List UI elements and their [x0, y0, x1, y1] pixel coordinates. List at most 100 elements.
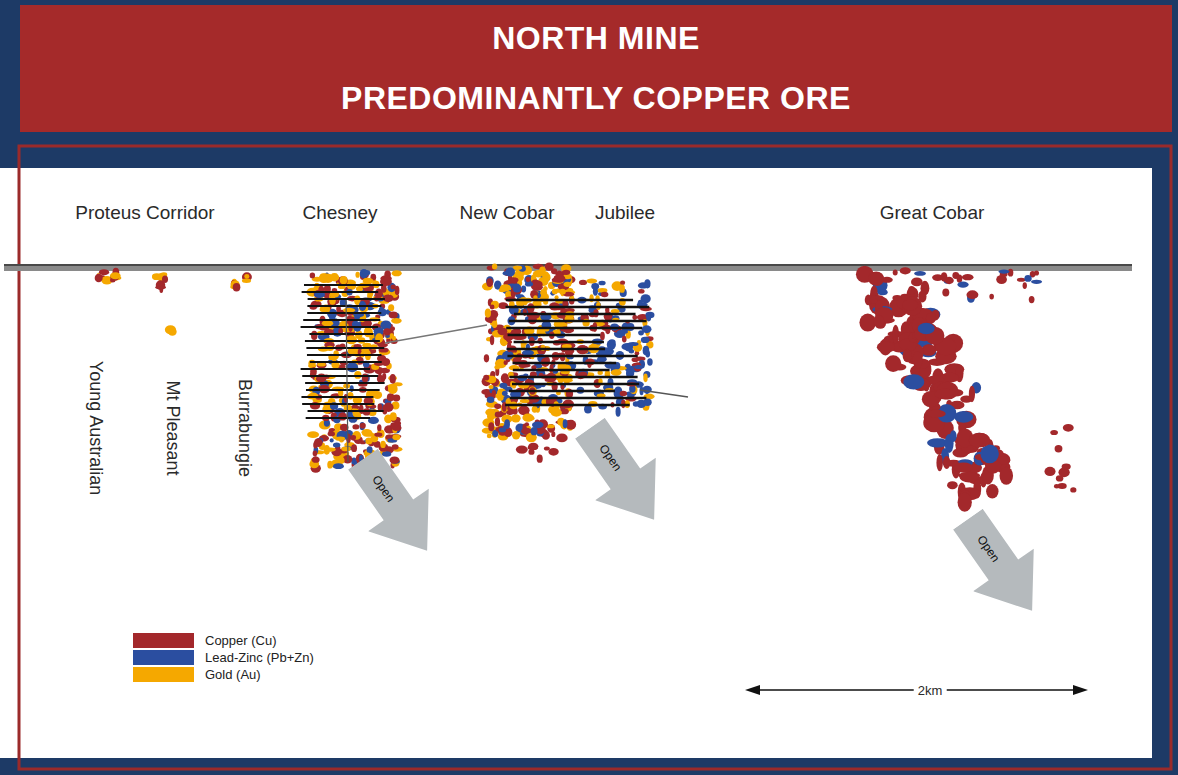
drive-line: [640, 390, 688, 397]
arrow-shape: [938, 498, 1063, 632]
ore-blob: [494, 404, 501, 410]
ore-blob: [364, 327, 370, 332]
level-line: [301, 326, 379, 328]
area-name: Chesney: [303, 202, 378, 224]
ore-blob: [492, 264, 497, 270]
ore-blob: [330, 273, 339, 281]
level-line: [302, 375, 378, 377]
level-line: [306, 417, 370, 419]
level-line: [307, 354, 382, 356]
open-arrow: Open: [333, 438, 458, 572]
ore-blob: [513, 266, 522, 270]
ore-blob: [903, 349, 912, 362]
ore-blob: [989, 294, 994, 300]
level-line: [304, 284, 383, 286]
level-line: [303, 319, 380, 321]
ore-blob: [1024, 275, 1031, 282]
ore-blob: [487, 412, 495, 420]
ore-blob: [611, 369, 622, 376]
ore-blob: [1055, 445, 1063, 452]
ore-blob: [544, 446, 550, 450]
ore-blob: [499, 383, 507, 388]
ore-blob: [532, 406, 538, 413]
ore-blob: [507, 342, 512, 352]
level-line: [307, 312, 381, 314]
ore-blob: [918, 291, 926, 303]
ore-blob: [320, 307, 325, 313]
area-name: Jubilee: [595, 202, 655, 224]
level-line: [514, 341, 604, 344]
open-arrow: Open: [560, 407, 685, 541]
ore-blob: [934, 388, 955, 399]
ore-blob: [628, 342, 639, 346]
ore-blob: [547, 424, 555, 433]
ore-blob: [644, 279, 650, 288]
ore-blob: [579, 280, 587, 285]
ore-blob: [911, 278, 923, 287]
level-line: [510, 397, 647, 400]
ore-blob: [633, 401, 639, 407]
level-line: [507, 355, 637, 358]
ore-blob: [490, 335, 494, 345]
ore-blob: [325, 447, 335, 451]
ore-blob: [377, 375, 385, 382]
ore-blob: [526, 277, 531, 282]
ore-blob: [363, 278, 374, 284]
ore-blob: [502, 391, 508, 396]
ore-blob: [392, 434, 400, 440]
ore-blob: [516, 446, 528, 454]
ore-blob: [551, 268, 557, 274]
ore-blob: [506, 410, 514, 415]
level-line: [309, 333, 373, 335]
ore-blob: [338, 412, 347, 420]
area-name: Proteus Corridor: [75, 202, 214, 224]
ore-blob: [311, 331, 318, 340]
ore-blob: [389, 312, 398, 319]
ore-blob: [926, 313, 936, 324]
frame-outline: [19, 146, 1171, 769]
ore-blob: [1070, 487, 1076, 492]
ore-blob: [914, 271, 926, 276]
ore-blob: [543, 286, 548, 291]
legend-swatch: [133, 667, 194, 682]
ore-blob: [620, 280, 625, 284]
ore-blob: [389, 456, 399, 463]
level-line: [509, 320, 647, 323]
ore-blob: [532, 281, 542, 288]
ore-blob: [335, 436, 345, 440]
ore-blob: [99, 269, 109, 275]
ore-blob: [512, 431, 520, 439]
drive-line: [385, 325, 487, 343]
ore-blob: [619, 284, 625, 292]
ore-blob: [996, 275, 1007, 284]
ore-blob: [361, 429, 372, 436]
ore-blob: [646, 313, 651, 321]
level-line: [310, 361, 382, 363]
area-name: New Cobar: [459, 202, 554, 224]
legend-swatch: [133, 650, 194, 665]
ore-blob: [486, 278, 493, 287]
drill-hole: [346, 300, 348, 462]
level-line: [505, 404, 630, 407]
ore-blob: [307, 431, 319, 438]
ore-blob: [954, 411, 973, 423]
ore-blob: [528, 443, 538, 450]
ore-blob: [892, 295, 901, 301]
ore-blob: [494, 365, 500, 369]
ore-blob: [601, 292, 609, 297]
ore-blob: [539, 267, 545, 275]
ore-blob: [333, 463, 344, 469]
ore-blob: [244, 274, 249, 279]
ore-blob: [647, 358, 653, 365]
ore-blob: [525, 422, 529, 426]
ore-blob: [346, 362, 358, 372]
ore-blob: [395, 286, 400, 295]
ore-blob: [986, 484, 998, 499]
ore-blob: [362, 270, 370, 275]
ore-blob: [484, 354, 489, 362]
ore-blob: [598, 371, 603, 375]
ore-blob: [608, 339, 615, 344]
ore-blob: [957, 281, 968, 287]
ore-blob: [351, 444, 357, 452]
ore-blob: [362, 374, 369, 383]
